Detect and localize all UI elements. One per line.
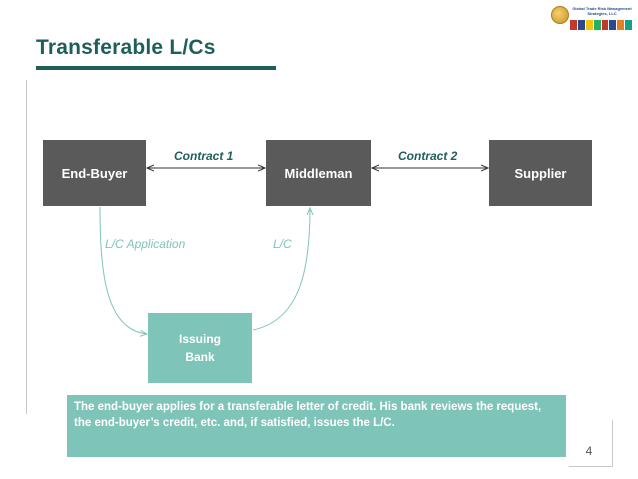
- label-lc: L/C: [273, 237, 292, 251]
- lc-arrow: [252, 208, 310, 331]
- label-lc-application: L/C Application: [105, 237, 186, 251]
- flag-swatch: [601, 20, 609, 30]
- globe-icon: [551, 6, 569, 24]
- left-divider: [26, 80, 27, 414]
- explanation-note: The end-buyer applies for a transferable…: [67, 395, 566, 457]
- logo-flags: [570, 20, 632, 30]
- node-middleman: Middleman: [266, 140, 371, 206]
- label-contract2: Contract 2: [398, 149, 458, 163]
- page-number-divider-vertical: [612, 420, 613, 466]
- logo-text: Global Trade Risk Management Strategies,…: [572, 6, 632, 16]
- page-number: 4: [585, 444, 593, 458]
- flag-swatch: [625, 20, 632, 30]
- flag-swatch: [577, 20, 585, 30]
- node-supplier: Supplier: [489, 140, 592, 206]
- flag-swatch: [570, 20, 577, 30]
- issuing-bank-line2: Bank: [185, 350, 215, 364]
- flag-swatch: [617, 20, 625, 30]
- flag-swatch: [609, 20, 617, 30]
- node-end-buyer: End-Buyer: [43, 140, 146, 206]
- label-contract1: Contract 1: [174, 149, 234, 163]
- page-number-divider-horizontal: [569, 466, 613, 467]
- slide-title: Transferable L/Cs: [36, 36, 216, 59]
- lc-application-arrow: [99, 206, 147, 334]
- title-underline: [36, 66, 276, 70]
- flag-swatch: [585, 20, 593, 30]
- node-issuing-bank: Issuing Bank: [148, 313, 252, 383]
- issuing-bank-line1: Issuing: [178, 332, 221, 346]
- flag-swatch: [593, 20, 601, 30]
